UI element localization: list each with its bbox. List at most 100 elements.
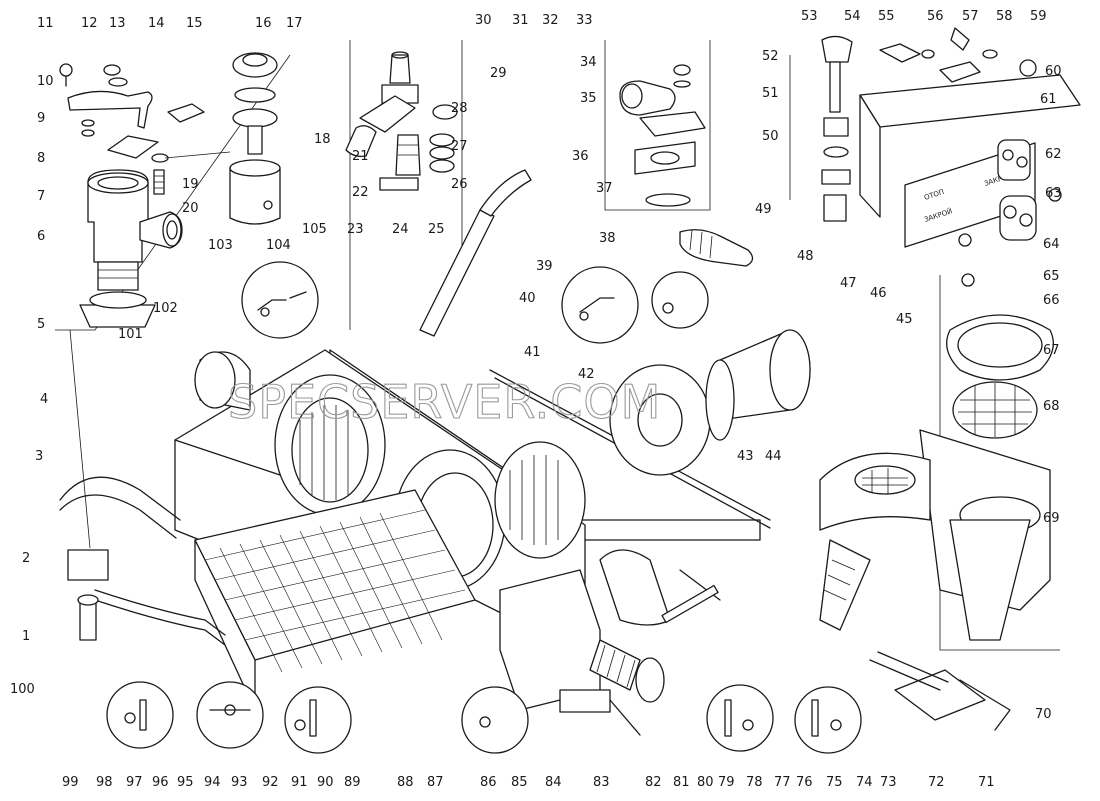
callout-number: 65 [1043, 269, 1060, 284]
callout-number: 13 [109, 16, 126, 31]
callout-number: 61 [1040, 92, 1057, 107]
callout-number: 45 [896, 312, 913, 327]
callout-number: 25 [428, 222, 445, 237]
callout-number: 40 [519, 291, 536, 306]
callout-number: 88 [397, 775, 414, 790]
callout-number: 72 [928, 775, 945, 790]
callout-number: 55 [878, 9, 895, 24]
callout-number: 29 [490, 66, 507, 81]
callout-number: 105 [302, 222, 327, 237]
callout-number: 76 [796, 775, 813, 790]
detail-circle [284, 686, 352, 754]
callout-number: 12 [81, 16, 98, 31]
callout-number: 52 [762, 49, 779, 64]
callout-number: 84 [545, 775, 562, 790]
callout-number: 67 [1043, 343, 1060, 358]
callout-number: 17 [286, 16, 303, 31]
callout-number: 37 [596, 181, 613, 196]
callout-number: 39 [536, 259, 553, 274]
callout-number: 48 [797, 249, 814, 264]
heater-housing [59, 169, 871, 736]
hose-connector-assembly [345, 51, 458, 191]
air-intake-filter [819, 314, 1054, 641]
bellows-hose [819, 539, 871, 631]
callout-number: 20 [182, 201, 199, 216]
callout-number: 14 [148, 16, 165, 31]
callout-number: 96 [152, 775, 169, 790]
callout-number: 64 [1043, 237, 1060, 252]
callout-number: 23 [347, 222, 364, 237]
detail-panel-switch [789, 55, 1060, 651]
callout-number: 81 [673, 775, 690, 790]
callout-number: 51 [762, 86, 779, 101]
callout-number: 54 [844, 9, 861, 24]
callout-number: 68 [1043, 399, 1060, 414]
callout-number: 26 [451, 177, 468, 192]
callout-number: 56 [927, 9, 944, 24]
radiator-core-grid [204, 509, 466, 673]
detail-panel-nozzle [604, 40, 711, 211]
callout-number: 1 [22, 629, 30, 644]
callout-number: 44 [765, 449, 782, 464]
callout-number: 31 [512, 13, 529, 28]
detail-circle [561, 266, 639, 344]
callout-number: 63 [1045, 186, 1062, 201]
callout-number: 59 [1030, 9, 1047, 24]
callout-number: 24 [392, 222, 409, 237]
callout-number: 101 [118, 327, 143, 342]
callout-number: 10 [37, 74, 54, 89]
detail-panel-tap [55, 54, 291, 549]
callout-number: 6 [37, 229, 45, 244]
callout-number: 79 [718, 775, 735, 790]
nozzle-assembly [619, 64, 754, 267]
callout-number: 43 [737, 449, 754, 464]
heater-tap-assembly [59, 52, 281, 328]
callout-number: 11 [37, 16, 54, 31]
detail-circle [706, 684, 774, 752]
callout-number: 47 [840, 276, 857, 291]
callout-number: 57 [962, 9, 979, 24]
callout-number: 7 [37, 189, 45, 204]
detail-panel-hose-connector [349, 40, 463, 330]
callout-number: 53 [801, 9, 818, 24]
callout-number: 15 [186, 16, 203, 31]
callout-number: 33 [576, 13, 593, 28]
callout-number: 4 [40, 392, 48, 407]
callout-number: 100 [10, 682, 35, 697]
callout-number: 19 [182, 177, 199, 192]
callout-number: 69 [1043, 511, 1060, 526]
callout-number: 34 [580, 55, 597, 70]
callout-number: 49 [755, 202, 772, 217]
callout-number: 89 [344, 775, 361, 790]
callout-number: 62 [1045, 147, 1062, 162]
callout-number: 66 [1043, 293, 1060, 308]
callout-number: 92 [262, 775, 279, 790]
callout-number: 90 [317, 775, 334, 790]
callout-number: 91 [291, 775, 308, 790]
callout-number: 3 [35, 449, 43, 464]
callout-number: 35 [580, 91, 597, 106]
callout-number: 83 [593, 775, 610, 790]
callout-number: 8 [37, 151, 45, 166]
callout-number: 99 [62, 775, 79, 790]
callout-number: 82 [645, 775, 662, 790]
callout-number: 74 [856, 775, 873, 790]
callout-number: 104 [266, 238, 291, 253]
callout-number: 103 [208, 238, 233, 253]
detail-circle [461, 686, 529, 754]
callout-number: 5 [37, 317, 45, 332]
callout-number: 28 [451, 101, 468, 116]
callout-number: 30 [475, 13, 492, 28]
callout-number: 46 [870, 286, 887, 301]
callout-number: 94 [204, 775, 221, 790]
blower-motor [609, 329, 811, 476]
callout-number: 73 [880, 775, 897, 790]
callout-number: 16 [255, 16, 272, 31]
bellows-hose [589, 639, 665, 703]
callout-number: 27 [451, 139, 468, 154]
callout-number: 95 [177, 775, 194, 790]
callout-number: 21 [352, 149, 369, 164]
callout-number: 41 [524, 345, 541, 360]
